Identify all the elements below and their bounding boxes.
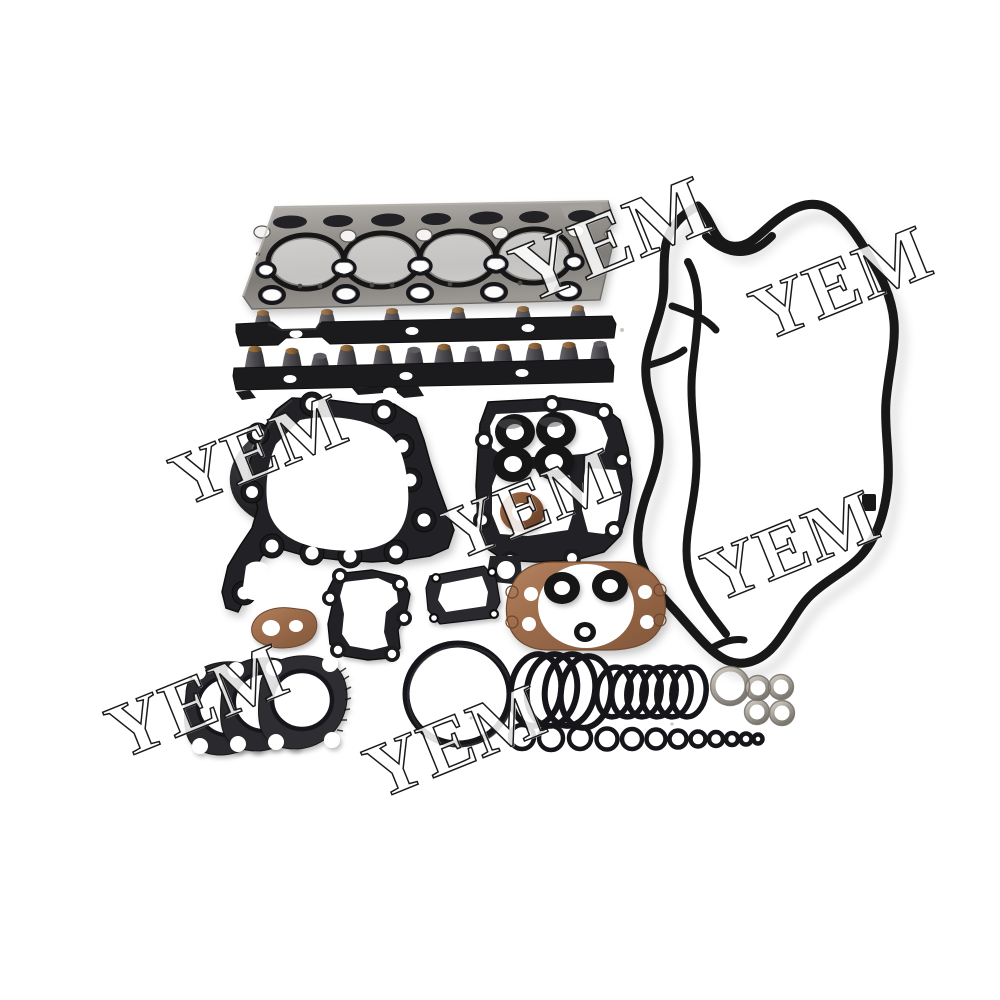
cylinder-head-gasket bbox=[242, 200, 615, 310]
turbo-flange-gasket bbox=[425, 565, 501, 625]
valve-cover-gasket-outline bbox=[633, 199, 907, 680]
small-o-ring-stack bbox=[594, 664, 709, 720]
misc-specks bbox=[469, 328, 674, 726]
exhaust-manifold-gaskets bbox=[183, 655, 352, 756]
small-fiber-gasket bbox=[251, 607, 318, 649]
water-pump-gasket bbox=[322, 568, 412, 662]
timing-cover-gasket bbox=[221, 391, 455, 613]
valve-cover-gasket-strip-upper bbox=[235, 315, 617, 347]
steel-washers bbox=[709, 665, 796, 727]
tiny-o-ring-row-a bbox=[507, 722, 765, 753]
copper-ring-seal bbox=[500, 492, 544, 532]
camshaft-seal-set bbox=[493, 412, 576, 482]
valve-cover-gasket-strip-lower bbox=[232, 358, 615, 400]
oil-pump-fiber-gasket bbox=[505, 561, 667, 651]
